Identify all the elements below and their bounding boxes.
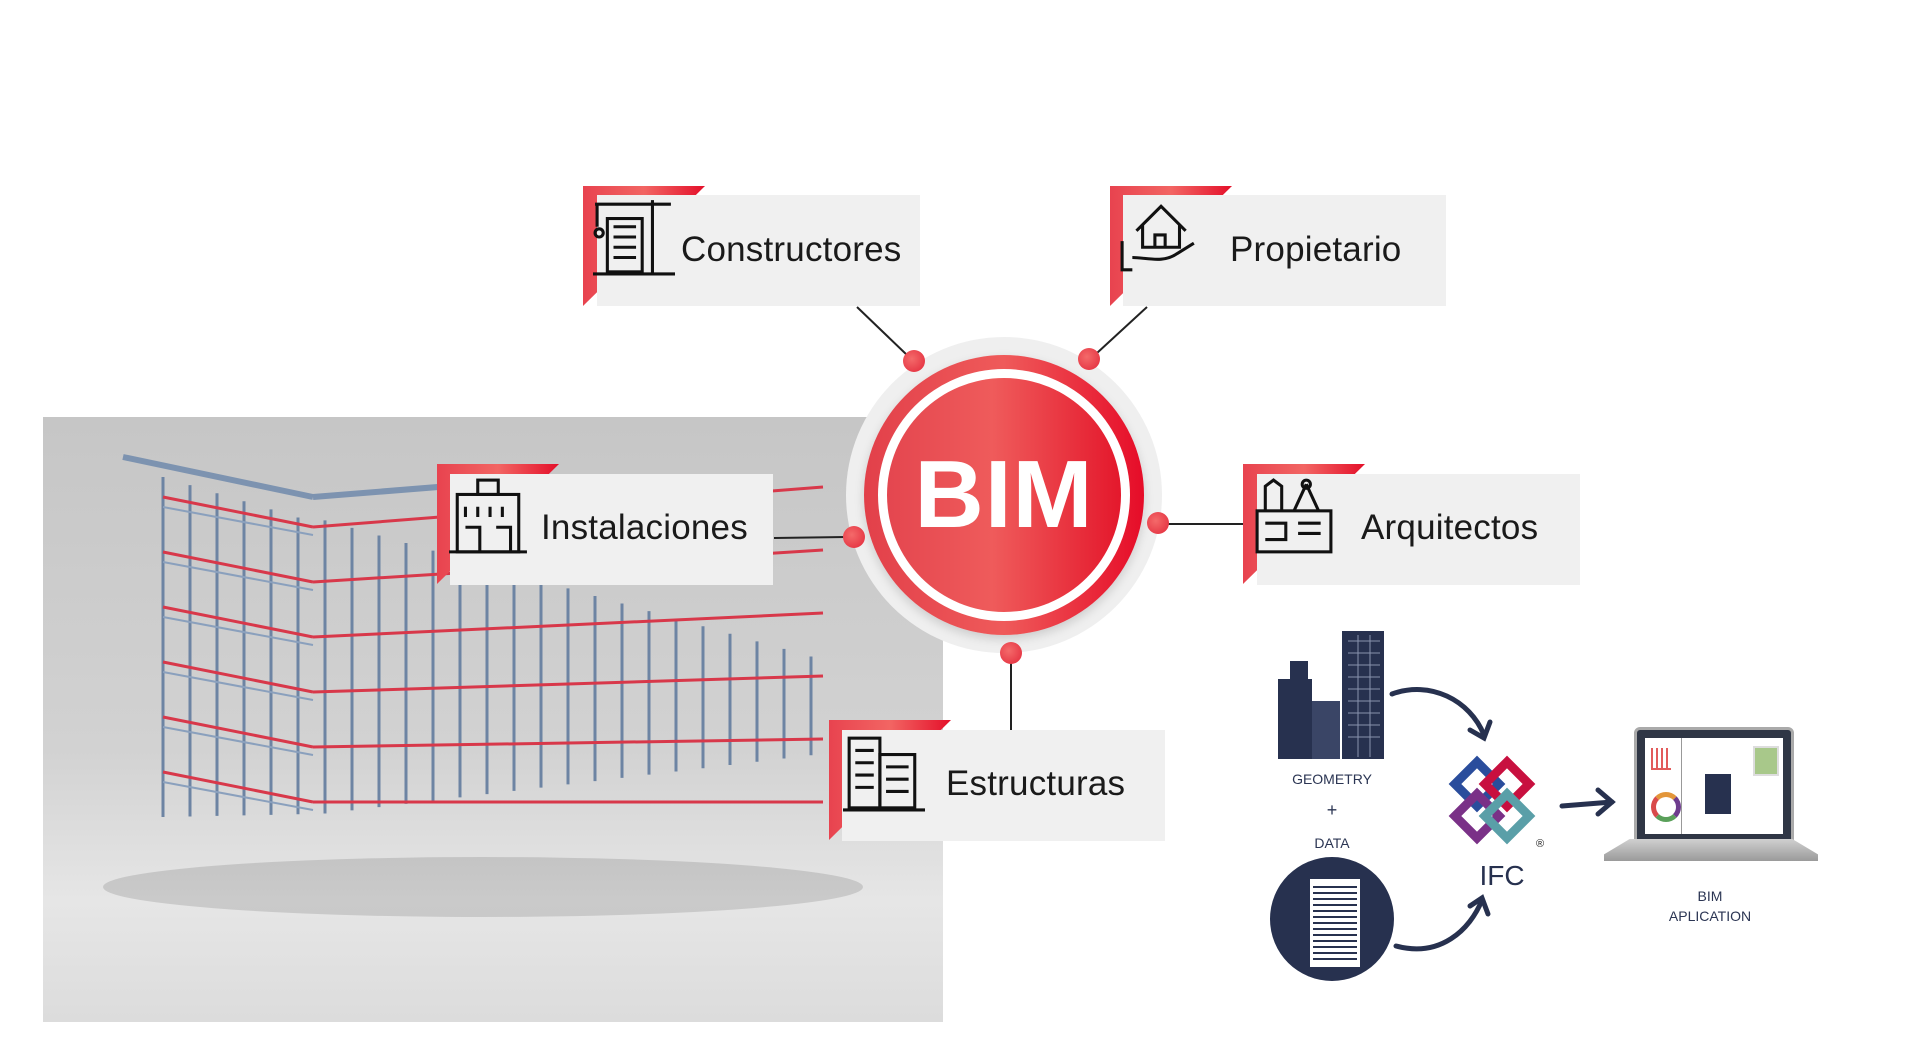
data-document-icon: [1270, 857, 1394, 981]
building-frame-illustration: [103, 454, 863, 917]
geometry-buildings-icon: [1278, 631, 1384, 759]
node-label: Constructores: [681, 230, 902, 269]
connector-dot: [843, 526, 865, 548]
arrow-geometry-to-ifc: [1389, 687, 1487, 738]
bim-app-label-line2: APLICATION: [1668, 908, 1752, 924]
buildings-icon: [843, 736, 925, 812]
connector-dot: [903, 350, 925, 372]
arrow-data-to-ifc: [1393, 897, 1485, 952]
bim-hub-core: BIM: [887, 378, 1121, 612]
registered-mark: ®: [1536, 838, 1545, 850]
label-panel: [597, 195, 920, 306]
node-label: Arquitectos: [1361, 508, 1539, 547]
plus-sign: +: [1326, 800, 1338, 820]
bim-app-label-line1: BIM: [1697, 888, 1723, 904]
house-in-hand-icon: [1120, 204, 1195, 272]
factory-building-icon: [449, 478, 527, 554]
node-label: Instalaciones: [541, 508, 748, 547]
architect-tools-icon: [1255, 478, 1333, 554]
node-label: Propietario: [1230, 230, 1402, 269]
arrow-ifc-to-app: [1559, 799, 1615, 809]
label-panel: [450, 474, 773, 585]
crane-building-icon: [593, 200, 675, 276]
data-label: DATA: [1314, 835, 1350, 851]
bim-title: BIM: [914, 441, 1094, 548]
ifc-label: IFC: [1479, 860, 1525, 891]
ifc-logo-icon: [1448, 755, 1536, 845]
laptop-bim-app-icon: [1604, 727, 1818, 873]
connector-dot: [1078, 348, 1100, 370]
node-label: Estructuras: [946, 764, 1126, 803]
label-panel: [1123, 195, 1446, 306]
geometry-label: GEOMETRY: [1292, 771, 1372, 787]
connector-dot: [1000, 642, 1022, 664]
label-panel: [842, 730, 1165, 841]
connector-dot: [1147, 512, 1169, 534]
